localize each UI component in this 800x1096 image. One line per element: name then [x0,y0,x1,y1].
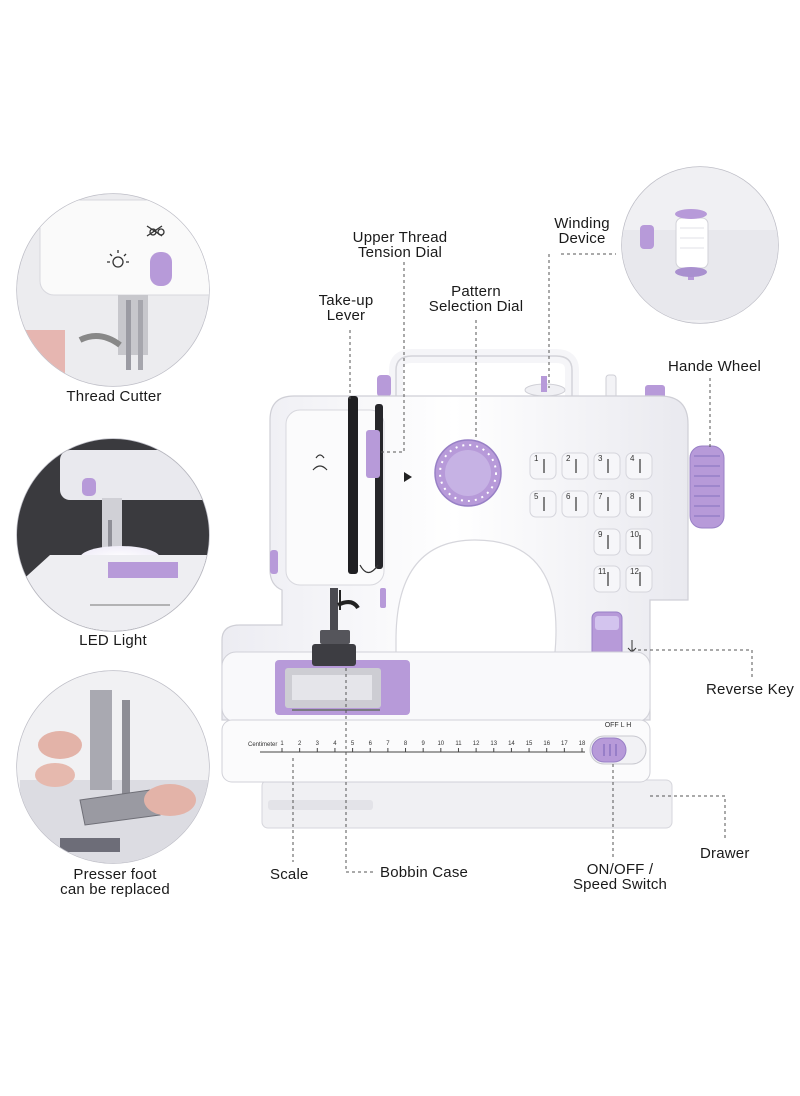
stitch-number: 8 [630,492,635,501]
stitch-number: 1 [534,454,539,463]
stitch-number: 5 [534,492,539,501]
stitch-number: 11 [598,567,607,576]
stitch-number: 2 [566,454,571,463]
ruler-number: 3 [316,741,320,747]
label-upper-thread-line2: Tension Dial [357,244,443,261]
label-presser-foot-line2: can be replaced [60,881,170,898]
ruler-title: Centimeter [248,742,277,748]
ruler-number: 14 [508,741,515,747]
stitch-button [593,528,621,556]
upper-thread-tension-dial [366,430,380,478]
needle-icon [312,588,360,666]
label-pattern-line2: Selection Dial [428,298,524,315]
label-led-light: LED Light [68,633,158,648]
label-speed-switch-line1: ON/OFF / [586,861,654,878]
thread-spool-icon [675,209,709,280]
label-pattern-line1: Pattern [451,283,501,300]
winding-device-detail [621,166,779,324]
pattern-selection-dial [434,439,502,507]
stitch-button [561,452,589,480]
thread-cutter-detail [16,193,210,387]
label-pattern-dial: Pattern Selection Dial [416,284,536,314]
ruler-number: 7 [386,741,390,747]
label-scale: Scale [270,867,330,882]
stitch-number: 10 [630,530,639,539]
light-bulb-icon [107,250,129,268]
label-scale-text: Scale [270,866,309,883]
ruler-number: 12 [473,741,480,747]
scissors-icon [146,225,165,237]
label-reverse-key-text: Reverse Key [706,681,795,698]
stitch-button [529,452,557,480]
label-upper-thread-line1: Upper Thread [352,229,448,246]
ruler-number: 13 [490,741,497,747]
stitch-button [625,528,653,556]
stitch-button [529,490,557,518]
ruler-number: 6 [369,741,373,747]
stitch-number: 6 [566,492,571,501]
ruler-number: 16 [543,741,550,747]
take-up-lever [348,396,358,574]
label-take-up-line2: Lever [326,307,366,324]
stitch-button [625,565,653,593]
ruler-number: 4 [333,741,337,747]
ruler-number: 9 [422,741,426,747]
label-take-up-line1: Take-up [318,292,374,309]
ruler-number: 11 [455,741,462,747]
presser-foot-detail [16,670,210,864]
label-speed-switch: ON/OFF / Speed Switch [560,862,680,892]
led-light-detail [16,438,210,632]
stitch-button [561,490,589,518]
ruler-number: 15 [526,741,533,747]
hand-wheel [689,445,725,529]
stitch-button [625,452,653,480]
stitch-button [593,490,621,518]
spool-pin [377,375,391,397]
stitch-number: 9 [598,530,603,539]
ruler-number: 8 [404,741,408,747]
label-speed-switch-line2: Speed Switch [572,876,668,893]
label-presser-foot-line1: Presser foot [73,866,157,883]
label-take-up-lever: Take-up Lever [306,293,386,323]
ruler-number: 1 [280,741,284,747]
label-winding-line1: Winding [554,215,610,232]
label-upper-thread: Upper Thread Tension Dial [335,230,465,260]
label-hand-wheel: Hande Wheel [668,359,788,374]
label-bobbin-case-text: Bobbin Case [380,864,469,881]
ruler-number: 2 [298,741,302,747]
ruler-number: 17 [561,741,568,747]
stitch-number: 7 [598,492,603,501]
label-presser-foot: Presser foot can be replaced [40,867,190,897]
ruler-number: 10 [437,741,444,747]
stitch-number: 12 [630,567,639,576]
ruler-number: 5 [351,741,355,747]
presser-foot-icon [79,789,161,826]
label-drawer-text: Drawer [700,845,750,862]
stitch-number: 4 [630,454,635,463]
label-winding-device: Winding Device [542,216,622,246]
label-drawer: Drawer [700,846,770,861]
label-thread-cutter-text: Thread Cutter [66,388,162,405]
ruler-number: 18 [579,741,586,747]
stitch-button [625,490,653,518]
label-hand-wheel-text: Hande Wheel [668,358,762,375]
callout-lines [292,253,753,873]
label-reverse-key: Reverse Key [706,682,798,697]
label-bobbin-case: Bobbin Case [380,865,490,880]
label-thread-cutter: Thread Cutter [58,389,170,404]
stitch-number: 3 [598,454,603,463]
stitch-button [593,565,621,593]
speed-switch [589,735,647,765]
switch-positions: OFF L H [605,722,632,729]
label-led-light-text: LED Light [79,632,147,649]
stitch-button [593,452,621,480]
label-winding-line2: Device [558,230,606,247]
